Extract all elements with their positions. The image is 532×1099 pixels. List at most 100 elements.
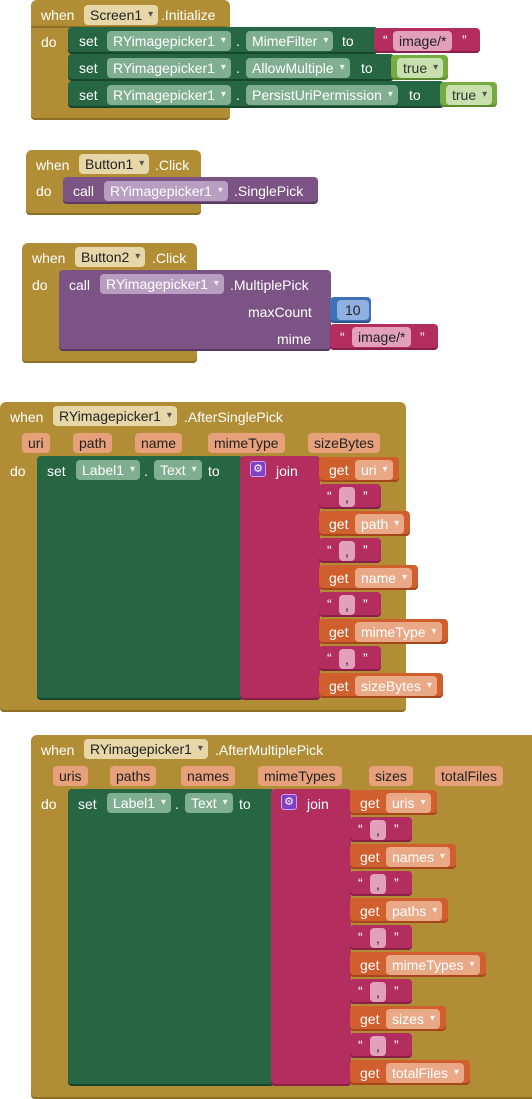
button1-dropdown[interactable]: Button1	[79, 154, 150, 174]
component-dropdown[interactable]: RYimagepicker1	[107, 31, 231, 51]
do-label: do	[41, 796, 57, 812]
separator-value-field[interactable]: ,	[339, 649, 355, 669]
param-path[interactable]: path	[73, 433, 113, 453]
separator-value-field[interactable]: ,	[339, 487, 355, 507]
aftermultiplepick-event-label: .AfterMultiplePick	[215, 742, 324, 758]
separator-value-field[interactable]: ,	[370, 928, 386, 948]
click-event-label: .Click	[155, 157, 190, 173]
component-dropdown[interactable]: RYimagepicker1	[84, 739, 208, 759]
gear-icon[interactable]: ⚙	[250, 461, 266, 477]
open-quote: “	[327, 596, 332, 612]
separator-value-field[interactable]: ,	[370, 982, 386, 1002]
get-label: get	[329, 678, 349, 694]
get-variable-dropdown[interactable]: name	[355, 568, 413, 588]
separator-value-field[interactable]: ,	[370, 874, 386, 894]
dot-label: .	[175, 796, 179, 812]
get-variable-dropdown[interactable]: names	[386, 847, 451, 867]
when-label: when	[10, 409, 44, 425]
separator-value-field[interactable]: ,	[370, 820, 386, 840]
separator-value-field[interactable]: ,	[339, 595, 355, 615]
set-label1-text-block[interactable]	[68, 789, 274, 1086]
boolean-dropdown[interactable]: true	[446, 85, 493, 105]
param-name[interactable]: name	[135, 433, 183, 453]
open-quote: “	[327, 650, 332, 666]
join-label: join	[307, 796, 329, 812]
string-value-field[interactable]: image/*	[393, 31, 453, 51]
set-label: set	[79, 87, 98, 103]
when-label: when	[41, 742, 75, 758]
get-variable-dropdown[interactable]: sizes	[386, 1009, 440, 1029]
button2-dropdown[interactable]: Button2	[75, 247, 146, 267]
param-names[interactable]: names	[181, 766, 236, 786]
property-dropdown-persisturipermission[interactable]: PersistUriPermission	[246, 85, 398, 105]
get-label: get	[329, 624, 349, 640]
string-value-field[interactable]: image/*	[352, 327, 412, 347]
call-label: call	[73, 183, 95, 199]
param-totalfiles[interactable]: totalFiles	[435, 766, 504, 786]
get-variable-dropdown[interactable]: totalFiles	[386, 1063, 465, 1083]
set-label1-text-block[interactable]	[37, 456, 243, 700]
when-label: when	[41, 7, 75, 23]
open-quote: “	[358, 821, 363, 837]
get-label: get	[329, 462, 349, 478]
join-label: join	[276, 463, 298, 479]
dot-label: .	[236, 87, 240, 103]
dot-label: .	[144, 463, 148, 479]
separator-value-field[interactable]: ,	[370, 1036, 386, 1056]
screen1-dropdown[interactable]: Screen1	[84, 5, 159, 25]
when-label: when	[36, 157, 70, 173]
join-block[interactable]	[240, 456, 320, 700]
number-value-field[interactable]: 10	[337, 300, 369, 320]
close-quote: ”	[363, 596, 368, 612]
text-property-dropdown[interactable]: Text	[185, 793, 233, 813]
open-quote: “	[358, 929, 363, 945]
get-variable-dropdown[interactable]: mimeType	[355, 622, 442, 642]
get-label: get	[360, 849, 380, 865]
get-label: get	[360, 903, 380, 919]
param-mimetype[interactable]: mimeType	[208, 433, 285, 453]
open-quote: “	[358, 983, 363, 999]
text-property-dropdown[interactable]: Text	[154, 460, 202, 480]
label1-dropdown[interactable]: Label1	[107, 793, 172, 813]
param-sizebytes[interactable]: sizeBytes	[308, 433, 380, 453]
close-quote: ”	[363, 650, 368, 666]
label1-dropdown[interactable]: Label1	[76, 460, 141, 480]
component-dropdown[interactable]: RYimagepicker1	[107, 85, 231, 105]
component-dropdown[interactable]: RYimagepicker1	[107, 58, 231, 78]
get-variable-dropdown[interactable]: sizeBytes	[355, 676, 437, 696]
get-label: get	[329, 570, 349, 586]
do-label: do	[10, 463, 26, 479]
param-uri[interactable]: uri	[22, 433, 50, 453]
separator-value-field[interactable]: ,	[339, 541, 355, 561]
param-uris[interactable]: uris	[53, 766, 88, 786]
click-event-label: .Click	[152, 250, 187, 266]
do-label: do	[41, 34, 57, 50]
join-block[interactable]	[271, 789, 351, 1086]
gear-icon[interactable]: ⚙	[281, 794, 297, 810]
call-component-dropdown[interactable]: RYimagepicker1	[104, 181, 228, 201]
singlepick-method-label: .SinglePick	[234, 183, 304, 199]
get-variable-dropdown[interactable]: paths	[386, 901, 443, 921]
property-dropdown-allowmultiple[interactable]: AllowMultiple	[246, 58, 350, 78]
property-dropdown-mimefilter[interactable]: MimeFilter	[246, 31, 334, 51]
get-variable-dropdown[interactable]: uri	[355, 460, 393, 480]
param-sizes[interactable]: sizes	[369, 766, 413, 786]
get-variable-dropdown[interactable]: mimeTypes	[386, 955, 480, 975]
get-variable-dropdown[interactable]: path	[355, 514, 405, 534]
when-label: when	[32, 250, 66, 266]
set-label: set	[79, 33, 98, 49]
param-paths[interactable]: paths	[110, 766, 157, 786]
call-component-dropdown[interactable]: RYimagepicker1	[100, 274, 224, 294]
mime-arg-label: mime	[277, 331, 312, 347]
do-label: do	[36, 183, 52, 199]
get-label: get	[360, 1011, 380, 1027]
to-label: to	[361, 60, 373, 76]
param-mimetypes[interactable]: mimeTypes	[258, 766, 342, 786]
boolean-dropdown[interactable]: true	[397, 58, 444, 78]
close-quote: ”	[394, 875, 399, 891]
get-variable-dropdown[interactable]: uris	[386, 793, 431, 813]
to-label: to	[239, 796, 251, 812]
component-dropdown[interactable]: RYimagepicker1	[53, 406, 177, 426]
to-label: to	[342, 33, 354, 49]
to-label: to	[409, 87, 421, 103]
